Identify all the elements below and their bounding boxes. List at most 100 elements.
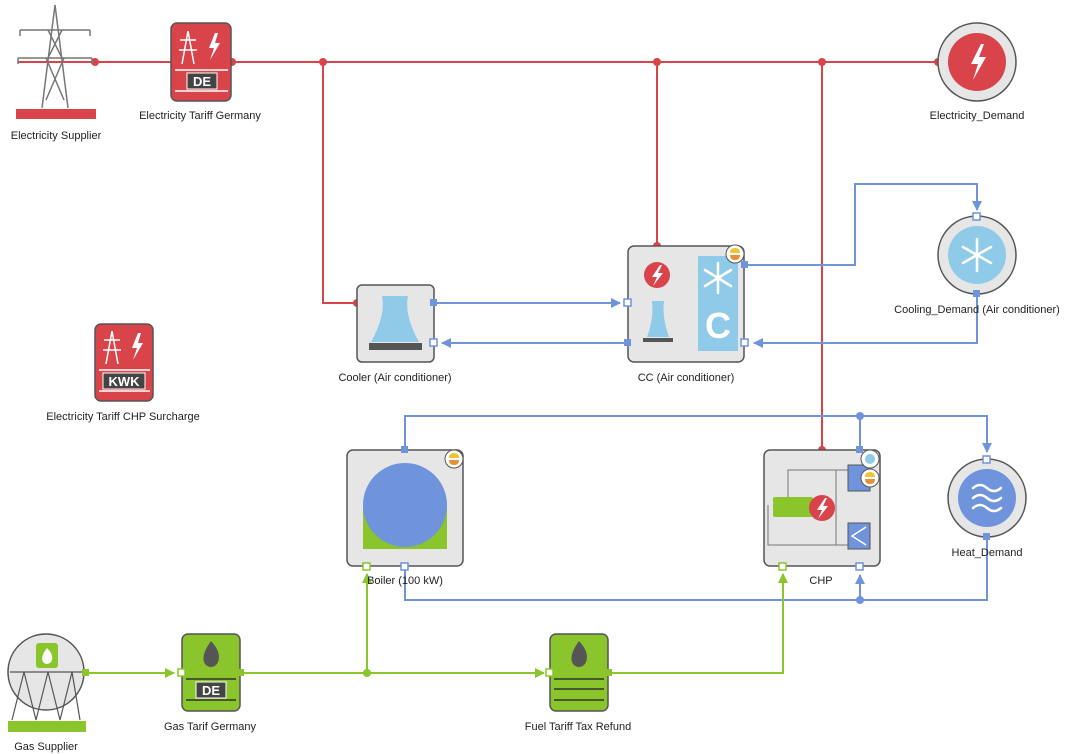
chiller-c-label: C <box>705 305 731 346</box>
cooling-tower-base <box>369 343 422 350</box>
junction-dot <box>363 669 371 677</box>
gas-tarif-germany-label: Gas Tarif Germany <box>164 721 257 733</box>
supplier-base <box>8 721 86 732</box>
snowflake-icon <box>961 237 993 273</box>
electricity-tariff-chp-label: Electricity Tariff CHP Surcharge <box>46 411 199 423</box>
electricity-supplier-label: Electricity Supplier <box>11 130 102 142</box>
cold-supply-line <box>745 183 982 266</box>
junction-dot <box>856 412 864 420</box>
chp-piping <box>767 469 848 546</box>
junction-dot <box>319 58 327 66</box>
tariff-gas-icon <box>554 678 604 701</box>
lightning-icon <box>971 44 986 80</box>
lightning-icon <box>209 33 220 60</box>
heat-demand-label: Heat_Demand <box>952 547 1023 559</box>
junction-dot <box>653 58 661 66</box>
electricity-tariff-germany-label: Electricity Tariff Germany <box>139 110 261 122</box>
port <box>972 212 981 221</box>
junction-dot <box>91 58 99 66</box>
electricity-demand-node[interactable]: Electricity_Demand <box>930 22 1025 122</box>
port <box>856 446 863 453</box>
boiler-icon <box>363 463 447 547</box>
electricity-lines <box>18 61 938 500</box>
port <box>429 338 438 347</box>
cooling-tower-base <box>643 338 673 342</box>
heat-exchanger-icon <box>847 522 871 550</box>
heat-demand-node[interactable]: Heat_Demand <box>947 455 1027 559</box>
port <box>401 446 408 453</box>
junction-dot <box>856 596 864 604</box>
info-icon-glyph <box>865 454 875 464</box>
gas-tarif-germany-node[interactable]: DE Gas Tarif Germany <box>164 633 257 733</box>
port <box>855 562 864 571</box>
port <box>624 339 631 346</box>
port <box>740 338 749 347</box>
gas-junctions <box>363 669 371 677</box>
python-script-icon <box>725 244 745 264</box>
lightning-icon <box>652 265 663 286</box>
heat-supply-line <box>404 415 992 453</box>
lightning-icon <box>132 333 143 360</box>
fuel-tariff-tax-refund-label: Fuel Tariff Tax Refund <box>525 721 631 733</box>
cooling-tower-icon <box>371 296 419 342</box>
python-script-glyph <box>449 460 459 465</box>
kwk-badge <box>102 372 146 390</box>
python-script-glyph <box>865 479 875 484</box>
tariff-electricity-icon <box>99 330 150 392</box>
heat-junctions <box>856 412 864 604</box>
port <box>545 668 554 677</box>
electricity-supplier-node[interactable]: Electricity Supplier <box>11 4 102 142</box>
port <box>400 562 409 571</box>
heat-exchanger-arrow <box>850 526 867 546</box>
lightning-icon <box>817 498 828 519</box>
heat-waves-icon <box>971 483 1003 513</box>
port <box>983 533 990 540</box>
python-script-glyph <box>449 453 459 458</box>
de-badge <box>186 72 218 90</box>
cooling-demand-label: Cooling_Demand (Air conditioner) <box>894 304 1060 316</box>
port <box>177 668 186 677</box>
port <box>741 261 748 268</box>
port <box>982 455 991 464</box>
python-script-icon <box>444 449 464 469</box>
boiler-label: Boiler (100 kW) <box>367 575 443 587</box>
flame-icon <box>571 641 587 667</box>
cooler-node[interactable]: Cooler (Air conditioner) <box>338 284 452 384</box>
port <box>237 669 244 676</box>
gas-supplier-label: Gas Supplier <box>14 741 78 753</box>
electricity-tariff-germany-node[interactable]: DE Electricity Tariff Germany <box>139 22 261 122</box>
port <box>362 562 371 571</box>
electricity-tariff-chp-node[interactable]: KWK Electricity Tariff CHP Surcharge <box>46 323 200 423</box>
python-script-icon <box>860 468 880 488</box>
de-badge <box>195 681 227 699</box>
cooler-label: Cooler (Air conditioner) <box>338 372 451 384</box>
cold-return-line <box>753 293 978 348</box>
cc-label: CC (Air conditioner) <box>638 372 735 384</box>
port <box>82 669 89 676</box>
chp-node[interactable]: CHP <box>763 446 881 587</box>
port <box>973 290 980 297</box>
electricity-demand-label: Electricity_Demand <box>930 110 1025 122</box>
cc-node[interactable]: C CC (Air conditioner) <box>623 244 749 384</box>
de-badge-text: DE <box>193 74 211 89</box>
port <box>623 298 632 307</box>
cooling-demand-node[interactable]: Cooling_Demand (Air conditioner) <box>894 212 1060 316</box>
boiler-node[interactable]: Boiler (100 kW) <box>346 446 464 587</box>
gas-supplier-node[interactable]: Gas Supplier <box>7 633 89 753</box>
fuel-tariff-tax-refund-node[interactable]: Fuel Tariff Tax Refund <box>525 633 631 733</box>
python-script-glyph <box>730 248 740 253</box>
port <box>778 562 787 571</box>
python-script-glyph <box>730 255 740 260</box>
cooling-tower-icon <box>647 301 669 337</box>
kwk-badge-text: KWK <box>108 374 140 389</box>
heat-lines <box>404 183 992 601</box>
power-pylon-icon <box>17 4 93 109</box>
tariff-gas-icon <box>186 678 236 701</box>
flame-icon <box>203 641 219 667</box>
port <box>430 299 437 306</box>
junction-dot <box>818 58 826 66</box>
snowflake-icon <box>703 261 733 295</box>
gas-lines <box>86 573 788 678</box>
